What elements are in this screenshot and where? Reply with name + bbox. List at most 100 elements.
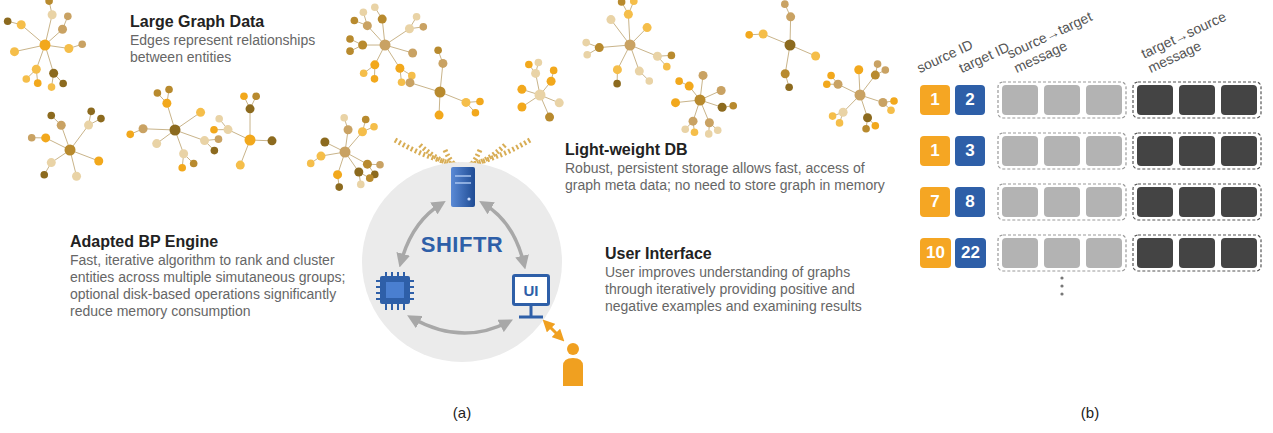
graph-vertex bbox=[855, 90, 866, 101]
graph-vertex bbox=[196, 108, 205, 117]
message-group bbox=[1133, 235, 1261, 271]
message-group bbox=[998, 184, 1126, 220]
graph-vertex bbox=[781, 0, 789, 8]
graph-vertex bbox=[59, 80, 67, 88]
graph-vertex bbox=[179, 149, 188, 158]
graph-vertex bbox=[200, 136, 209, 145]
graph-vertex bbox=[94, 156, 103, 165]
graph-vertex bbox=[333, 170, 342, 179]
graph-vertex bbox=[139, 124, 148, 133]
message-cell bbox=[1137, 187, 1173, 217]
graph-vertex bbox=[462, 98, 471, 107]
id-number: 2 bbox=[965, 90, 974, 110]
graph-vertex bbox=[643, 23, 652, 32]
graph-vertex bbox=[307, 160, 315, 168]
graph-vertex bbox=[395, 64, 404, 73]
graph-vertex bbox=[836, 119, 844, 127]
graph-vertex bbox=[360, 70, 368, 78]
graph-vertex bbox=[48, 10, 57, 19]
column-header: target→source message bbox=[1138, 3, 1247, 76]
cycle-arrows bbox=[401, 204, 524, 333]
graph-vertex bbox=[363, 160, 372, 169]
graph-vertex bbox=[785, 40, 796, 51]
graph-vertex bbox=[40, 171, 48, 179]
graph-vertex bbox=[398, 78, 406, 86]
graph-vertex bbox=[72, 172, 81, 181]
message-cell bbox=[1137, 136, 1173, 166]
graph-vertex bbox=[613, 80, 621, 88]
id-number: 7 bbox=[930, 192, 939, 212]
graph-vertex bbox=[718, 103, 727, 112]
graph-vertex bbox=[344, 125, 353, 134]
graph-vertex bbox=[531, 69, 540, 78]
graph-vertex bbox=[625, 40, 636, 51]
message-cell bbox=[1179, 238, 1215, 268]
graph-vertex bbox=[41, 133, 50, 142]
graph-vertex bbox=[64, 44, 73, 53]
message-cell bbox=[1002, 136, 1038, 166]
graph-vertex bbox=[335, 183, 343, 191]
message-cell bbox=[1002, 187, 1038, 217]
target-id: 8 bbox=[955, 187, 985, 217]
graph-vertex bbox=[154, 89, 162, 97]
graph-vertex bbox=[671, 98, 680, 107]
graph-vertex bbox=[705, 130, 713, 138]
graph-vertex bbox=[781, 69, 790, 78]
graph-vertex bbox=[839, 108, 848, 117]
graph-vertex bbox=[165, 86, 173, 94]
graph-vertex bbox=[351, 17, 359, 25]
message-cell bbox=[1086, 85, 1122, 115]
graph-vertex bbox=[691, 128, 699, 136]
source-id: 1 bbox=[920, 136, 950, 166]
graph-vertex bbox=[630, 0, 638, 5]
graph-vertex bbox=[606, 15, 615, 24]
graph-vertex bbox=[210, 126, 218, 134]
graph-vertex bbox=[346, 47, 354, 55]
message-cell bbox=[1221, 85, 1257, 115]
graph-vertex bbox=[47, 158, 56, 167]
graph-vertex bbox=[190, 160, 198, 168]
person-icon bbox=[563, 343, 583, 386]
graph-vertex bbox=[371, 75, 379, 83]
graph-vertex bbox=[346, 35, 354, 43]
graph-vertex bbox=[827, 72, 835, 80]
graph-vertex bbox=[681, 125, 689, 133]
message-group bbox=[1133, 133, 1261, 169]
graph-vertex bbox=[872, 122, 880, 130]
continuation-dot bbox=[1060, 284, 1063, 287]
graph-vertex bbox=[635, 67, 644, 76]
message-group bbox=[998, 82, 1126, 118]
graph-vertex bbox=[878, 98, 887, 107]
heading: Adapted BP Engine bbox=[70, 232, 360, 251]
graph-vertex bbox=[357, 181, 365, 189]
graph-vertex bbox=[785, 83, 793, 91]
graph-vertex bbox=[517, 85, 526, 94]
graph-vertex bbox=[834, 80, 843, 89]
graph-vertex bbox=[618, 0, 626, 6]
id-number: 10 bbox=[926, 243, 945, 263]
system-name: SHIFTR bbox=[362, 232, 562, 258]
graph-vertex bbox=[87, 108, 95, 116]
graph-vertex bbox=[408, 49, 417, 58]
id-number: 1 bbox=[930, 90, 939, 110]
graph-vertex bbox=[583, 51, 591, 59]
graph-vertex bbox=[882, 66, 890, 74]
graph-vertex bbox=[874, 60, 882, 68]
graph-vertex bbox=[595, 43, 604, 52]
graph-vertex bbox=[759, 29, 768, 38]
heading: Light-weight DB bbox=[565, 140, 865, 159]
message-group bbox=[998, 235, 1126, 271]
graph-vertex bbox=[675, 77, 683, 85]
graph-vertex bbox=[517, 102, 526, 111]
graph-vertex bbox=[245, 135, 256, 146]
graph-vertex bbox=[378, 15, 387, 24]
graph-vertex bbox=[550, 67, 558, 75]
graph-vertex bbox=[699, 71, 708, 80]
graph-vertex bbox=[34, 79, 42, 87]
id-number: 8 bbox=[965, 192, 974, 212]
graph-vertex bbox=[366, 174, 374, 182]
graph-vertex bbox=[854, 65, 863, 74]
panel-label: (a) bbox=[437, 404, 487, 421]
continuation-dot bbox=[1060, 276, 1063, 279]
